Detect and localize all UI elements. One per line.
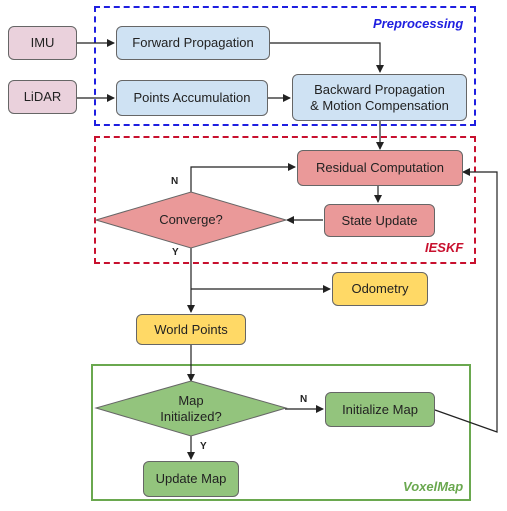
lidar-node: LiDAR	[8, 80, 77, 114]
update-map-label: Update Map	[155, 471, 227, 486]
ieskf-title: IESKF	[425, 240, 464, 255]
map-yes-label: Y	[200, 441, 207, 452]
residual-computation-label: Residual Computation	[316, 160, 444, 175]
backward-propagation-label: Backward Propagation & Motion Compensati…	[310, 81, 449, 113]
world-points-label: World Points	[154, 321, 228, 337]
update-map-node: Update Map	[143, 461, 239, 497]
ieskf-group	[94, 136, 476, 264]
initialize-map-node: Initialize Map	[325, 392, 435, 427]
preprocessing-title: Preprocessing	[373, 16, 464, 31]
map-no-label: N	[300, 394, 308, 405]
imu-node: IMU	[8, 26, 77, 60]
converge-no-label: N	[171, 176, 179, 187]
backward-propagation-node: Backward Propagation & Motion Compensati…	[292, 74, 467, 121]
converge-yes-label: Y	[172, 247, 179, 258]
state-update-label: State Update	[341, 212, 418, 228]
edge-initialize-residual	[434, 168, 498, 433]
points-accumulation-label: Points Accumulation	[133, 90, 251, 105]
forward-propagation-label: Forward Propagation	[132, 35, 254, 50]
points-accumulation-node: Points Accumulation	[116, 80, 268, 116]
converge-label: Converge?	[159, 212, 223, 227]
imu-label: IMU	[30, 35, 55, 50]
state-update-node: State Update	[324, 204, 435, 237]
initialize-map-label: Initialize Map	[342, 401, 418, 417]
lidar-label: LiDAR	[23, 89, 62, 104]
residual-computation-node: Residual Computation	[297, 150, 463, 186]
voxelmap-title: VoxelMap	[403, 479, 464, 494]
odometry-label: Odometry	[351, 281, 409, 296]
forward-propagation-node: Forward Propagation	[116, 26, 270, 60]
map-initialized-label: Map Initialized?	[160, 393, 222, 424]
world-points-node: World Points	[136, 314, 246, 345]
map-initialized-diamond	[94, 380, 288, 437]
odometry-node: Odometry	[332, 272, 428, 306]
converge-diamond	[94, 191, 288, 249]
edge-converge-no	[190, 163, 296, 192]
edge-forward-backward	[270, 42, 384, 73]
voxelmap-group	[91, 364, 471, 501]
preprocessing-group	[94, 6, 476, 126]
